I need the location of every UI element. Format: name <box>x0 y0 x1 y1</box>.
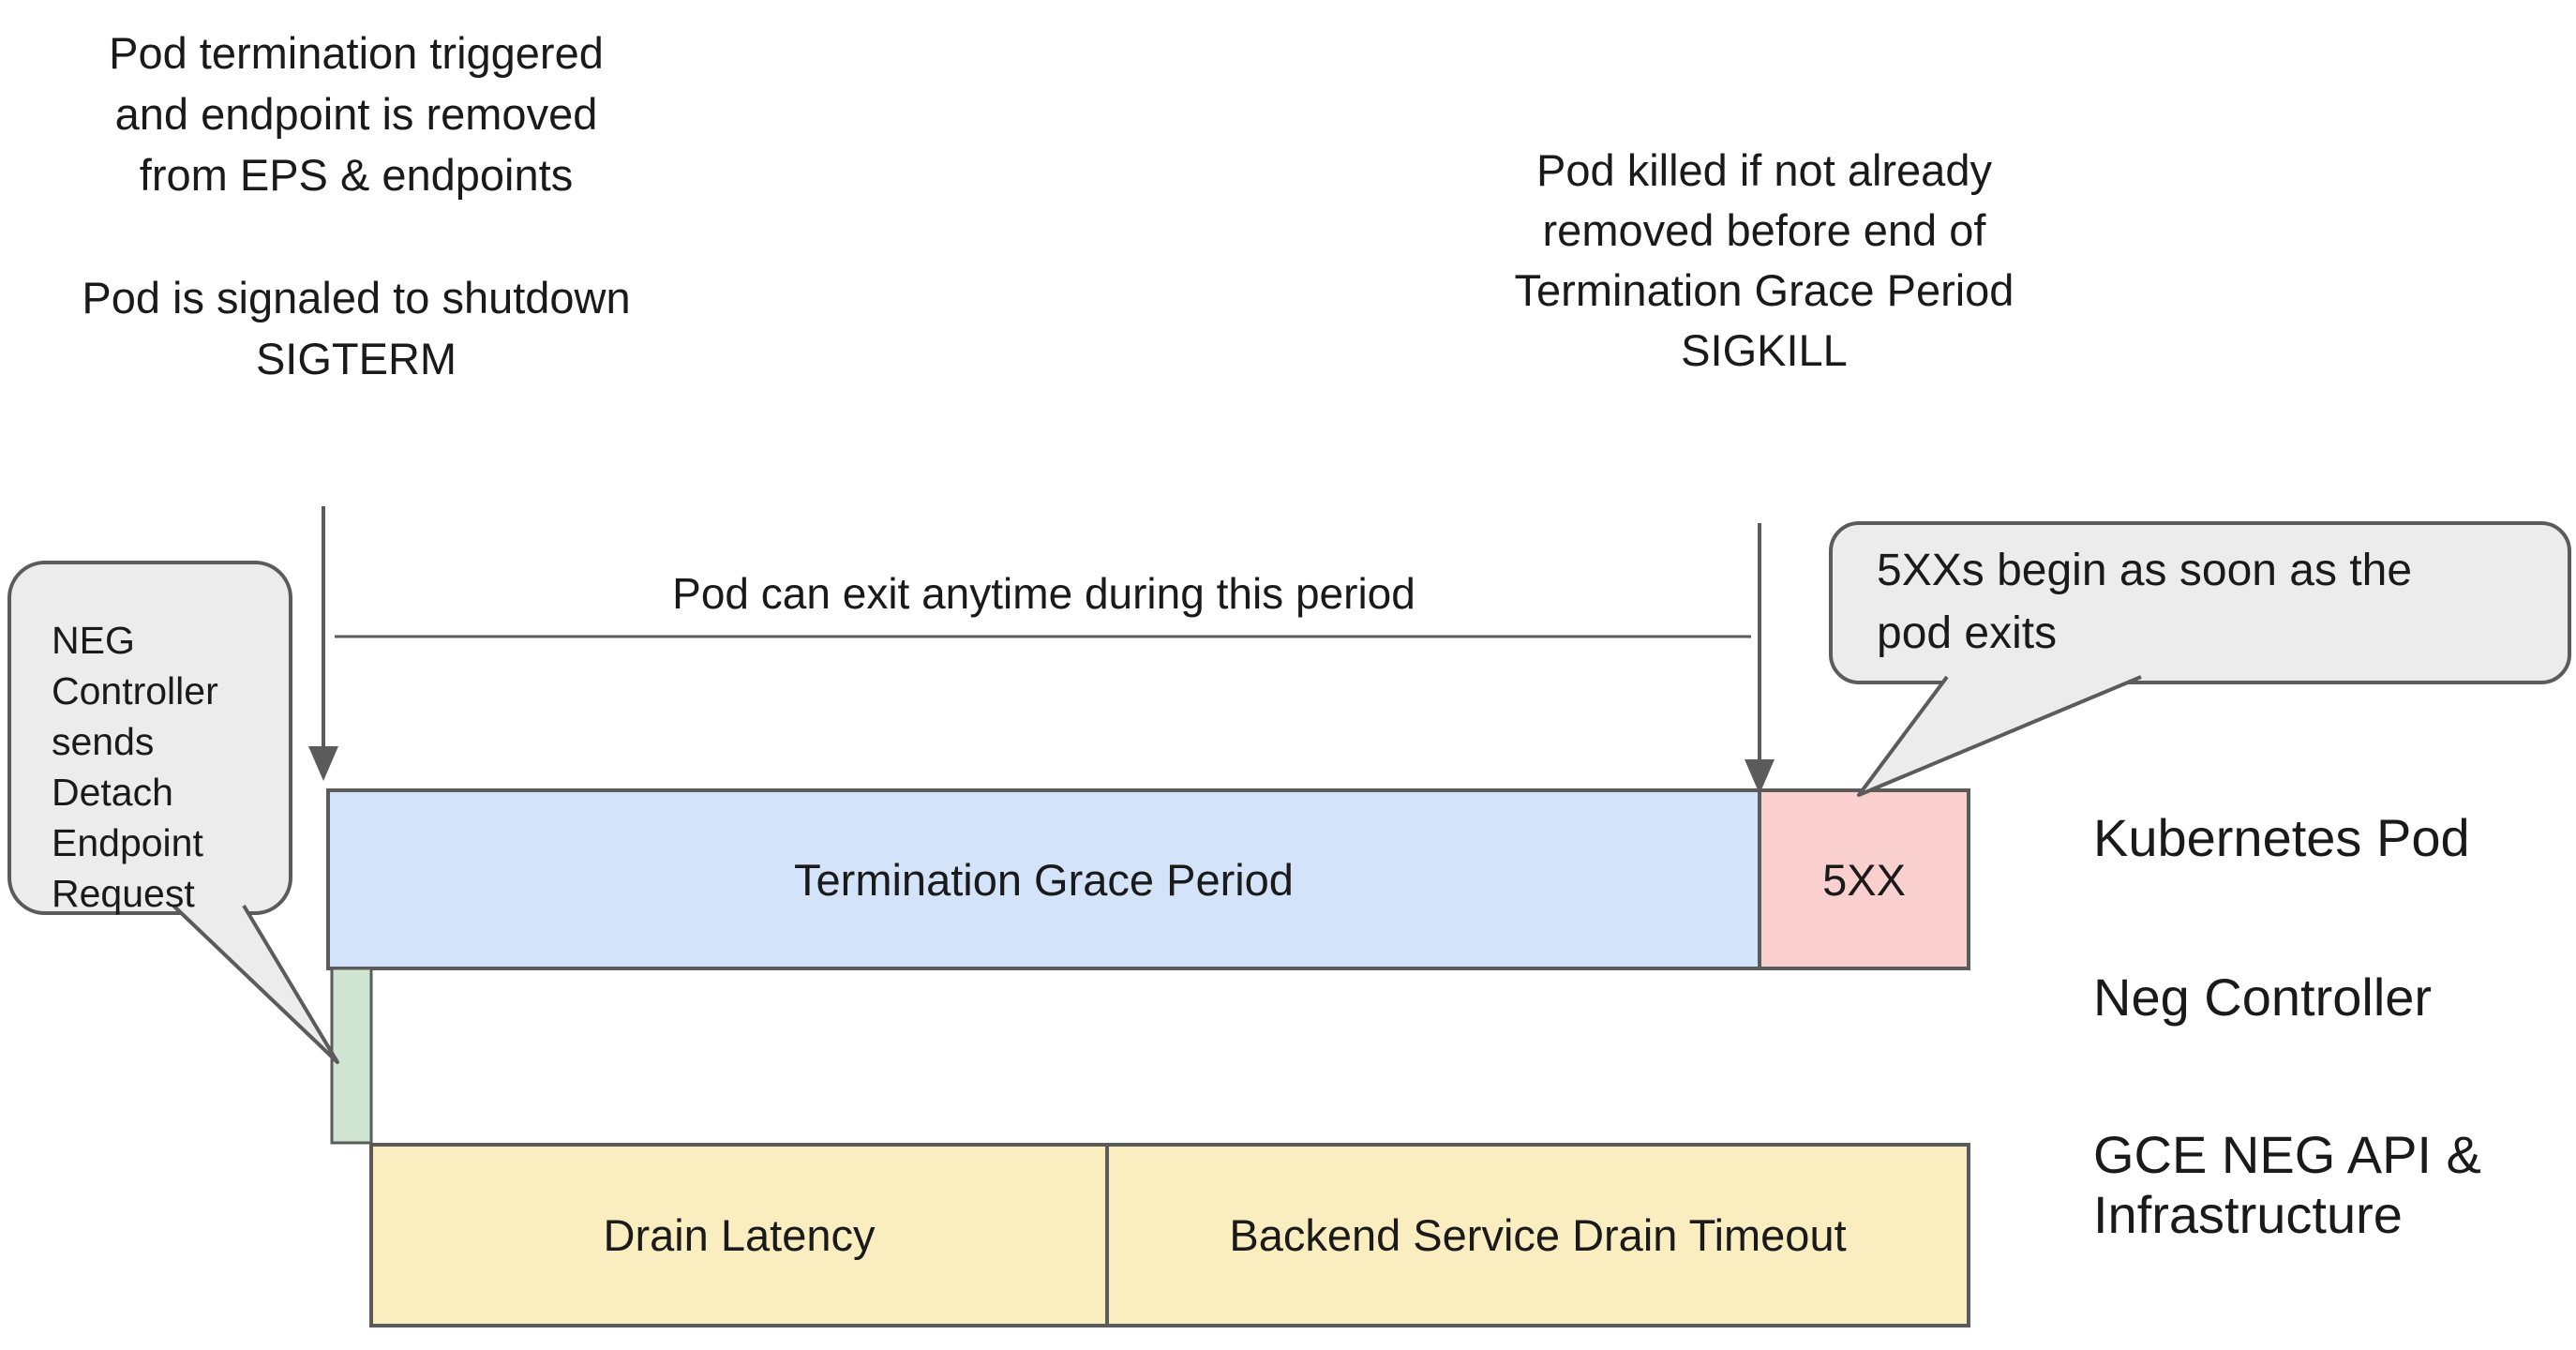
bubble-line: sends <box>52 720 155 763</box>
annotation-line: removed before end of <box>1542 205 1986 255</box>
five-xx-bubble-text: 5XXs begin as soon as the pod exits <box>1877 539 2412 665</box>
sigterm-arrowhead-icon <box>308 746 338 781</box>
five-xx-bubble <box>1829 521 2571 684</box>
drain-latency-bar <box>369 1143 1109 1328</box>
neg-controller-bubble <box>7 561 292 915</box>
bubble-line: Detach <box>52 771 173 814</box>
five-xx-label: 5XX <box>1822 854 1906 905</box>
annotation-line: SIGTERM <box>255 334 457 383</box>
annotation-line: from EPS & endpoints <box>139 150 574 200</box>
neg-controller-bubble-tail <box>172 904 339 1064</box>
row-label-line: GCE NEG API & <box>2093 1125 2481 1184</box>
backend-drain-timeout-label: Backend Service Drain Timeout <box>1229 1210 1847 1260</box>
annotation-line: Termination Grace Period <box>1514 265 2014 315</box>
bubble-line: Controller <box>52 669 218 712</box>
annotation-line: SIGKILL <box>1681 325 1848 375</box>
row-label-neg-controller: Neg Controller <box>2093 968 2433 1027</box>
backend-drain-timeout-bar <box>1105 1143 1970 1328</box>
sigkill-arrowhead-icon <box>1745 759 1775 794</box>
pod-termination-annotation: Pod termination triggered and endpoint i… <box>28 22 684 389</box>
exit-period-label: Pod can exit anytime during this period <box>672 569 1415 618</box>
bubble-line: NEG <box>52 619 135 662</box>
annotation-line: Pod killed if not already <box>1536 145 1992 195</box>
row-label-gce-neg-api: GCE NEG API & Infrastructure <box>2093 1125 2481 1245</box>
bubble-line: 5XXs begin as soon as the <box>1877 546 2413 595</box>
drain-latency-label: Drain Latency <box>603 1210 876 1260</box>
pod-killed-annotation: Pod killed if not already removed before… <box>1389 141 2139 381</box>
termination-grace-period-label: Termination Grace Period <box>794 854 1294 905</box>
neg-controller-bubble-text: NEG Controller sends Detach Endpoint Req… <box>52 615 218 919</box>
row-label-kubernetes-pod: Kubernetes Pod <box>2093 808 2470 867</box>
annotation-line: and endpoint is removed <box>114 89 598 139</box>
bubble-line: pod exits <box>1877 608 2058 658</box>
bubble-line: Endpoint <box>52 821 203 864</box>
bubble-line: Request <box>52 872 195 915</box>
row-label-line: Infrastructure <box>2093 1185 2403 1244</box>
annotation-line: Pod termination triggered <box>109 28 604 78</box>
termination-grace-period-bar <box>326 788 1761 970</box>
annotation-line: Pod is signaled to shutdown <box>82 273 631 322</box>
five-xx-error-bar <box>1758 788 1970 970</box>
five-xx-bubble-tail <box>1857 675 2142 797</box>
detach-request-bar <box>330 967 373 1145</box>
